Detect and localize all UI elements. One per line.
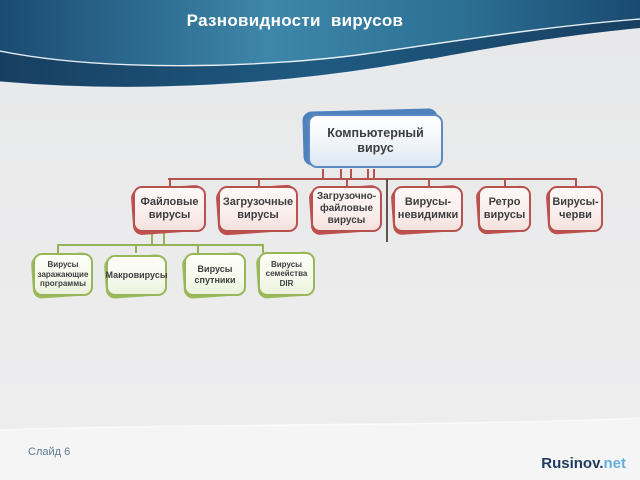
- node-boot-viruses: Загрузочные вирусы: [215, 184, 299, 236]
- connector: [373, 169, 375, 179]
- connector: [262, 244, 264, 253]
- connector: [169, 178, 171, 186]
- node-label: Вирусы спутники: [194, 263, 236, 285]
- connector: [135, 244, 137, 253]
- node-boot-file-viruses: Загрузочно-файловые вирусы: [308, 184, 383, 236]
- connector-bus-level2: [168, 178, 576, 180]
- node-label: Вирусы-черви: [552, 196, 599, 221]
- header-wave: [0, 0, 640, 88]
- node-program-infecting-viruses: Вирусы заражающие программы: [30, 251, 94, 300]
- connector: [504, 178, 506, 186]
- bottom-sheet: [0, 417, 640, 480]
- connector-vertical-dark: [386, 179, 388, 242]
- connector: [322, 169, 324, 179]
- node-retro-viruses: Ретро вирусы: [475, 185, 532, 235]
- node-label: Файловые вирусы: [140, 196, 199, 221]
- brand-logo: Rusinov.net: [541, 455, 626, 472]
- brand-secondary: net: [603, 455, 627, 472]
- connector: [575, 178, 577, 186]
- node-label: Вирусы семейства DIR: [265, 259, 308, 288]
- connector: [428, 178, 430, 186]
- node-macro-viruses: Макровирусы: [103, 253, 168, 300]
- slide-number: Слайд 6: [28, 446, 71, 458]
- brand-primary: Rusinov.: [541, 455, 604, 472]
- node-label: Вирусы-невидимки: [397, 196, 459, 221]
- connector-bus-level3: [57, 244, 263, 246]
- node-worm-viruses: Вирусы-черви: [545, 185, 604, 235]
- connector: [350, 169, 352, 179]
- node-label: Макровирусы: [105, 270, 168, 281]
- node-label: Загрузочные вирусы: [222, 196, 294, 221]
- node-label: Компьютерный вирус: [327, 126, 424, 155]
- node-label: Вирусы заражающие программы: [37, 260, 89, 289]
- node-computer-virus: Компьютерный вирус: [302, 108, 443, 168]
- node-label: Загрузочно-файловые вирусы: [316, 191, 377, 226]
- node-file-viruses: Файловые вирусы: [130, 184, 207, 236]
- node-companion-viruses: Вирусы спутники: [181, 251, 247, 300]
- connector: [367, 169, 369, 179]
- connector: [346, 178, 348, 186]
- node-dir-family-viruses: Вирусы семейства DIR: [255, 251, 316, 299]
- slide-title: Разновидности вирусов: [186, 11, 404, 30]
- connector: [151, 233, 153, 245]
- connector: [163, 233, 165, 245]
- connector: [258, 178, 260, 186]
- connector: [57, 244, 59, 253]
- connector: [197, 244, 199, 253]
- node-label: Ретро вирусы: [483, 196, 526, 221]
- connector: [340, 169, 342, 179]
- node-stealth-viruses: Вирусы-невидимки: [390, 184, 464, 236]
